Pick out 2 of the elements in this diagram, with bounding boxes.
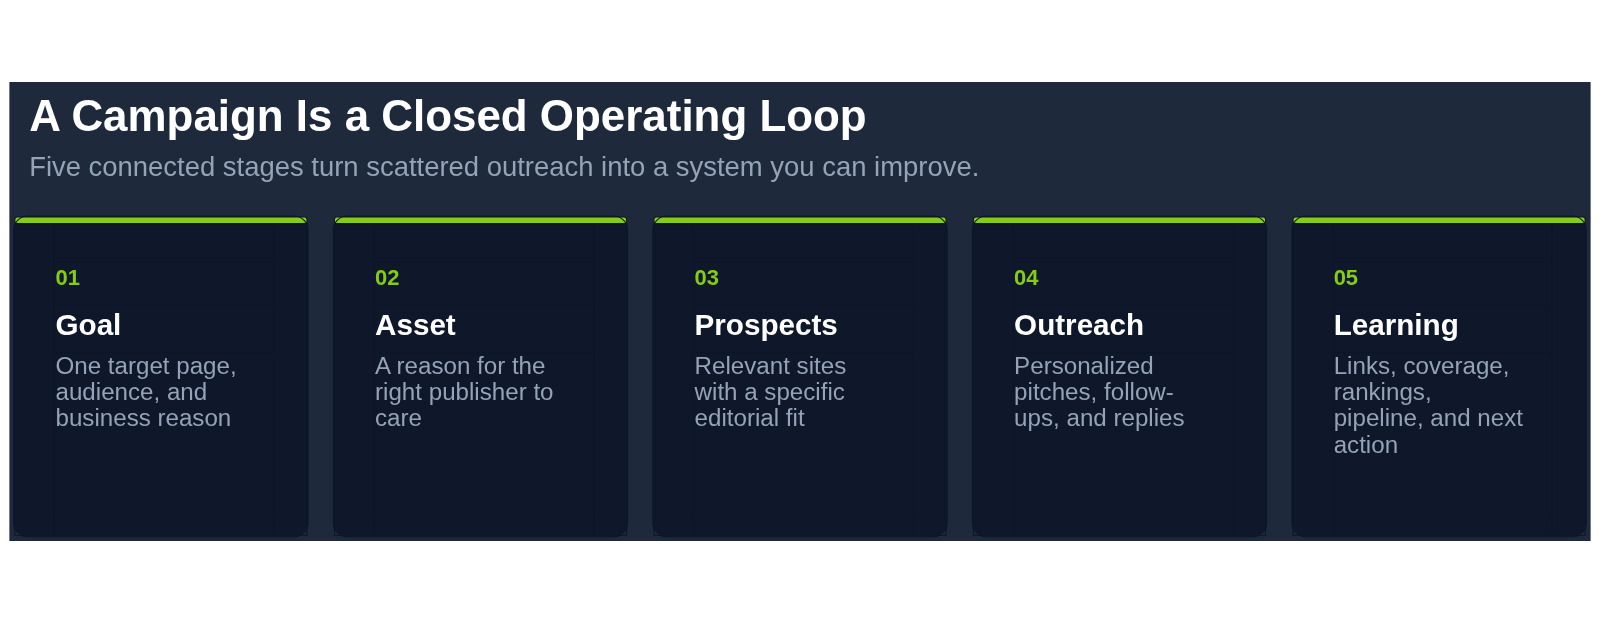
diagram-title: A Campaign Is a Closed Operating Loop bbox=[29, 90, 867, 140]
caption: Five connected stages turn scattered outreach into a system you can improve. bbox=[29, 150, 980, 182]
